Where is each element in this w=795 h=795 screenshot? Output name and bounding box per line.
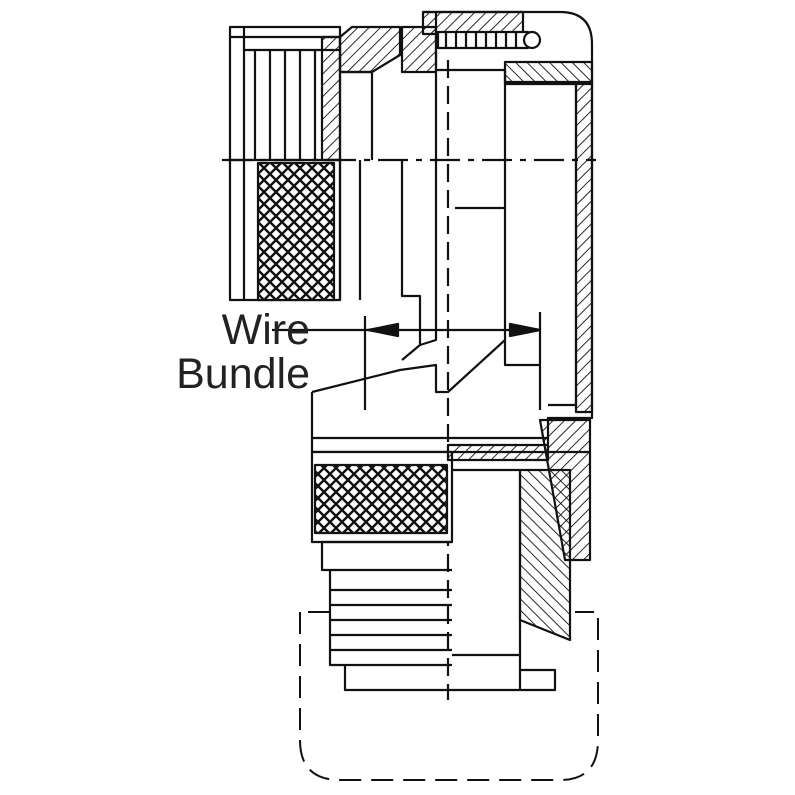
coupling-nut	[228, 25, 342, 302]
wire-bundle-label-line1: Wire	[221, 306, 310, 354]
knurled-grip-lower	[313, 463, 449, 535]
wire-bundle-leader	[272, 322, 542, 338]
wire-bundle-label-line2: Bundle	[176, 350, 310, 398]
wire-bundle-label: Wire Bundle	[150, 308, 310, 396]
lower-body	[310, 338, 592, 692]
knurled-grip-upper	[256, 161, 336, 302]
elbow-housing	[421, 10, 594, 444]
mating-connector-outline	[299, 611, 599, 781]
